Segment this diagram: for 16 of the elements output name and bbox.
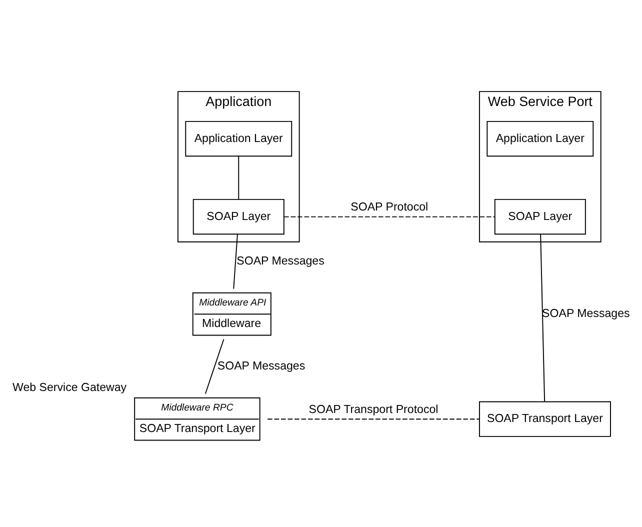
node-box: Application Layer <box>185 120 292 156</box>
connector <box>238 155 240 200</box>
node-box: SOAP Transport Layer <box>478 400 611 436</box>
connector <box>540 233 546 402</box>
node-box: SOAP Layer <box>192 198 284 234</box>
edge-label: SOAP Transport Protocol <box>308 403 438 416</box>
node-box: Application Layer <box>486 120 594 156</box>
connector <box>204 338 224 394</box>
edge-label: SOAP Messages <box>236 255 324 268</box>
connector <box>267 418 480 420</box>
edge-label: SOAP Protocol <box>350 201 428 214</box>
node-label: Web Service Gateway <box>12 381 127 394</box>
edge-label: SOAP Messages <box>217 360 306 372</box>
node-box: SOAP Layer <box>494 198 586 234</box>
connector <box>233 233 238 289</box>
connector <box>284 216 496 217</box>
